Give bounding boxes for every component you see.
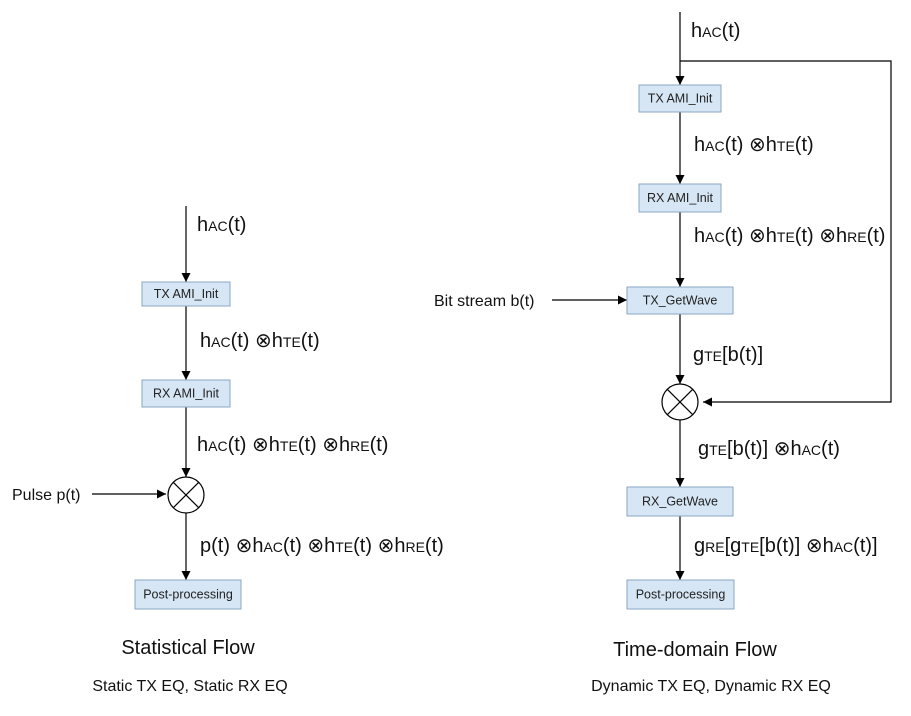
statistical-flow-subtitle: Static TX EQ, Static RX EQ [92, 678, 287, 695]
post-processing-label: Post-processing [143, 588, 233, 602]
rx-ami-init-box: RX AMI_Init [141, 379, 231, 408]
eq-h-ac-conv-h-te: hAC(t) ⊗hTE(t) [200, 330, 320, 352]
tx-ami-init-label: TX AMI_Init [154, 287, 219, 301]
eq-pulse-response: p(t) ⊗hAC(t) ⊗hTE(t) ⊗hRE(t) [200, 535, 444, 557]
pulse-input-label: Pulse p(t) [12, 487, 80, 504]
eq-h-ac-conv-h-te: hAC(t) ⊗hTE(t) [694, 134, 814, 156]
tx-getwave-label: TX_GetWave [643, 294, 718, 308]
post-processing-label: Post-processing [636, 588, 726, 602]
post-processing-box: Post-processing [134, 579, 242, 610]
bitstream-input-label: Bit stream b(t) [434, 293, 534, 310]
eq-h-ac-conv-h-te-conv-h-re: hAC(t) ⊗hTE(t) ⊗hRE(t) [694, 225, 885, 247]
rx-ami-init-box: RX AMI_Init [638, 183, 722, 213]
time-domain-flow-subtitle: Dynamic TX EQ, Dynamic RX EQ [591, 678, 831, 695]
post-processing-box: Post-processing [626, 579, 735, 610]
wire-feedback-to-mixer [680, 60, 892, 407]
statistical-flow-title: Statistical Flow [121, 637, 255, 659]
eq-h-ac: hAC(t) [691, 20, 740, 42]
time-domain-flow-title: Time-domain Flow [613, 639, 777, 661]
rx-ami-init-label: RX AMI_Init [153, 387, 220, 401]
eq-h-ac-conv-h-te-conv-h-re: hAC(t) ⊗hTE(t) ⊗hRE(t) [197, 434, 388, 456]
eq-h-ac: hAC(t) [197, 214, 246, 236]
tx-ami-init-box: TX AMI_Init [638, 84, 722, 113]
time-domain-flow: TX AMI_Init RX AMI_Init TX_GetWave RX_Ge… [434, 12, 892, 695]
multiplier-icon [661, 383, 699, 421]
tx-ami-init-label: TX AMI_Init [648, 92, 713, 106]
eq-g-te-conv-h-ac: gTE[b(t)] ⊗hAC(t) [698, 438, 840, 460]
rx-getwave-box: RX_GetWave [626, 486, 734, 517]
rx-getwave-label: RX_GetWave [642, 495, 718, 509]
eq-g-re-output: gRE[gTE[b(t)] ⊗hAC(t)] [694, 535, 878, 557]
tx-getwave-box: TX_GetWave [626, 286, 734, 315]
statistical-flow: TX AMI_Init RX AMI_Init Post-processing … [12, 206, 444, 695]
eq-g-te: gTE[b(t)] [693, 344, 763, 366]
rx-ami-init-label: RX AMI_Init [647, 191, 714, 205]
multiplier-icon [167, 476, 205, 514]
tx-ami-init-box: TX AMI_Init [141, 281, 231, 307]
